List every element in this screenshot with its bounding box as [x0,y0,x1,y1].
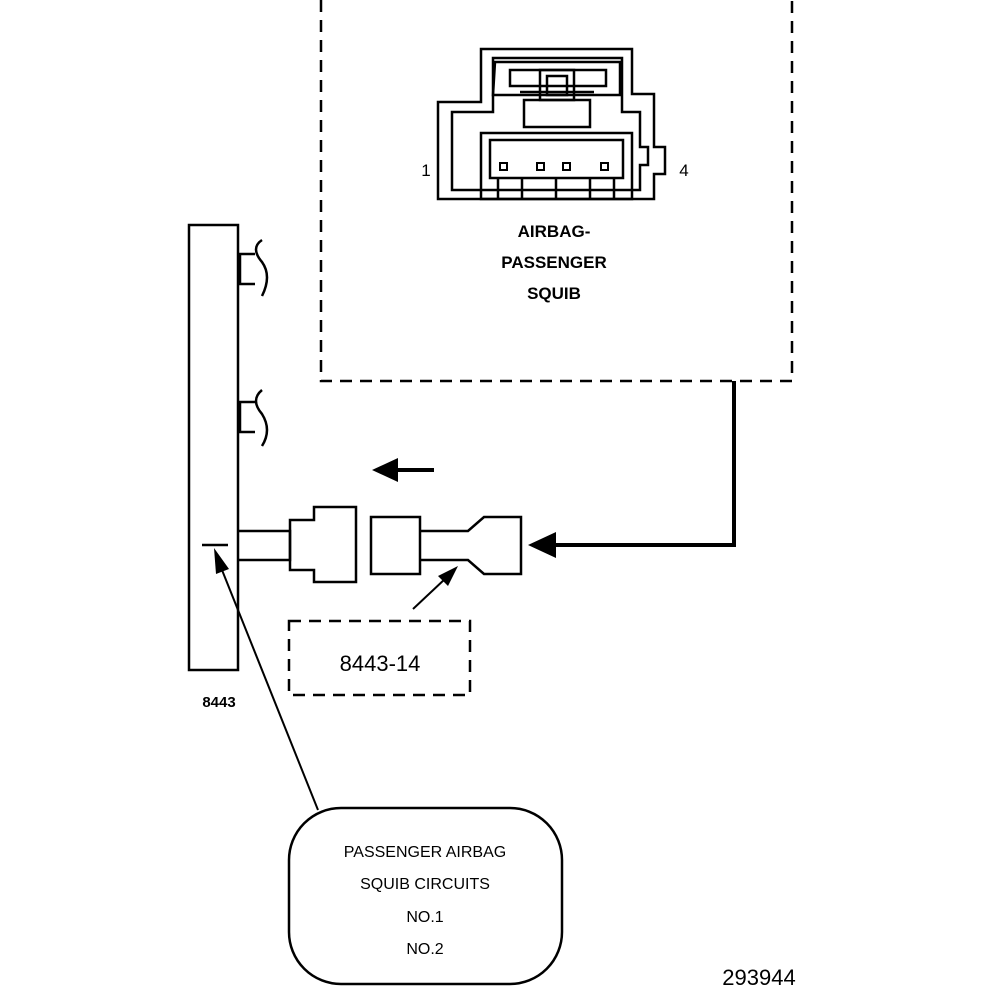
circuits-callout [287,806,564,986]
connector-pins [499,162,609,171]
adapter-leader [412,566,458,610]
adapter-assembly [238,505,523,584]
callout-line3: NO.1 [406,909,443,926]
callout-line2: SQUIB CIRCUITS [360,876,490,893]
adapter-label-box [287,619,472,697]
connection-arrow [528,381,736,558]
callout-line1: PASSENGER AIRBAG [344,844,506,861]
tool-8443-stubs [202,238,269,547]
pin-4-label: 4 [679,161,688,180]
pin-1-label: 1 [421,161,430,180]
callout-line4: NO.2 [406,941,443,958]
connector-title-line1: AIRBAG- [518,222,591,241]
connector-title-line3: SQUIB [527,284,581,303]
squib-connector [436,47,667,201]
direction-arrow [372,458,434,482]
adapter-label: 8443-14 [340,651,421,676]
callout-leader [214,548,319,811]
connector-title-line2: PASSENGER [501,253,607,272]
tool-8443-label: 8443 [202,694,235,711]
figure-id: 293944 [722,965,795,990]
connector-enclosure-dashed [319,0,794,383]
tool-8443-body [187,223,240,672]
